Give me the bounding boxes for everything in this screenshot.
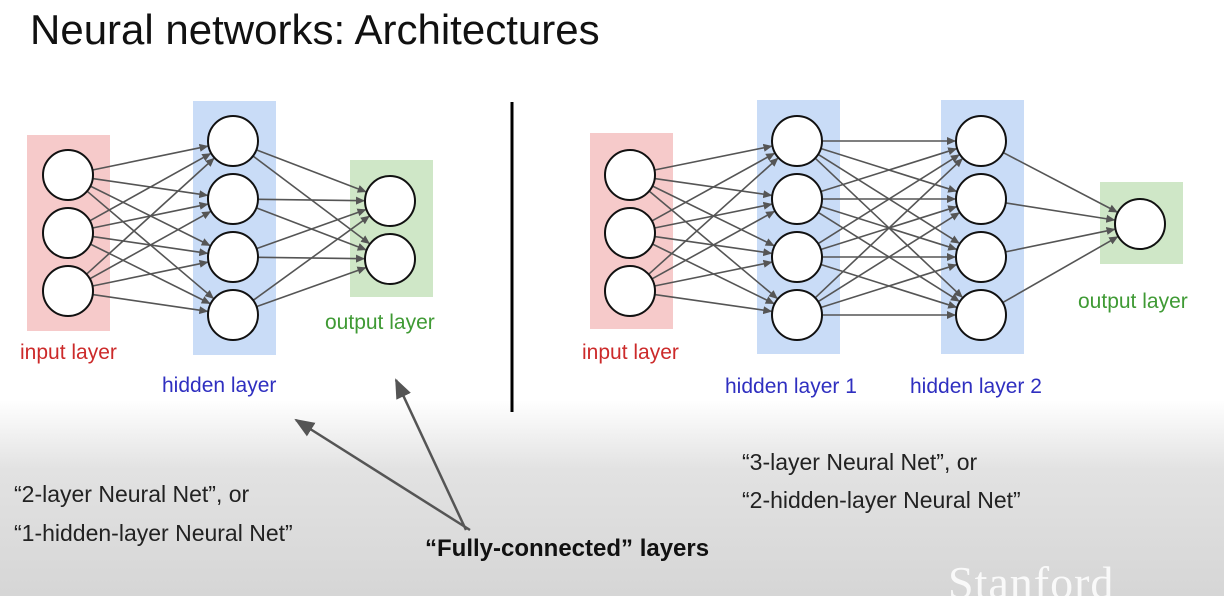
right-neuron-layer1-1	[771, 173, 823, 225]
right-neuron-layer3-0	[1114, 198, 1166, 250]
pointer-arrow-to-output-layer	[394, 378, 468, 531]
right-edge-l1-1-0	[820, 147, 958, 193]
right-neuron-layer0-2	[604, 265, 656, 317]
right-hidden-layer-2-label: hidden layer 2	[910, 375, 1042, 398]
right-edge-l2-1-0	[1005, 202, 1116, 223]
left-edge-l1-3-0	[252, 215, 370, 301]
left-neuron-layer1-2	[207, 231, 259, 283]
left-edge-l1-1-0	[257, 196, 365, 205]
left-output-layer-label: output layer	[325, 311, 435, 334]
right-edge-l2-3-0	[1002, 236, 1119, 304]
right-edge-l1-2-0	[817, 154, 960, 245]
right-neuron-layer2-3	[955, 289, 1007, 341]
right-edge-l2-0-0	[1002, 151, 1118, 213]
slide: Neural networks: Architectures input lay…	[0, 0, 1224, 596]
right-neurons	[604, 115, 1166, 341]
right-hidden-layer-1-label: hidden layer 1	[725, 375, 857, 398]
right-edge-l0-0-0	[654, 143, 773, 171]
right-edge-l0-2-2	[654, 259, 773, 287]
right-neuron-layer0-1	[604, 207, 656, 259]
right-output-layer-label: output layer	[1078, 290, 1188, 313]
left-caption-line-1: “2-layer Neural Net”, or	[14, 481, 250, 507]
right-edge-l1-3-1	[817, 212, 960, 303]
right-edge-l1-3-0	[814, 158, 963, 299]
right-caption-line-2: “2-hidden-layer Neural Net”	[742, 487, 1021, 513]
left-edge-l1-0-0	[256, 149, 367, 193]
right-edge-l1-3-2	[820, 263, 958, 309]
left-neurons	[42, 115, 416, 341]
right-caption-line-1: “3-layer Neural Net”, or	[742, 449, 978, 475]
left-edge-l0-2-3	[92, 293, 209, 315]
left-edges	[85, 143, 370, 315]
right-edge-l0-2-1	[651, 210, 776, 280]
right-neuron-layer0-0	[604, 149, 656, 201]
left-neuron-layer0-0	[42, 149, 94, 201]
right-edge-l0-2-0	[648, 157, 779, 275]
architecture-diagram: input layer hidden layer output layer in…	[20, 100, 1188, 532]
right-neuron-layer2-0	[955, 115, 1007, 167]
left-edge-l1-2-0	[256, 208, 367, 250]
left-neuron-layer1-1	[207, 173, 259, 225]
left-caption-line-2: “1-hidden-layer Neural Net”	[14, 520, 293, 546]
right-network: input layer hidden layer 1 hidden layer …	[582, 100, 1188, 398]
right-neuron-layer2-2	[955, 231, 1007, 283]
left-neuron-layer0-1	[42, 207, 94, 259]
right-edge-l0-2-3	[654, 293, 773, 315]
left-neuron-layer0-2	[42, 265, 94, 317]
left-neuron-layer1-3	[207, 289, 259, 341]
right-edges	[648, 137, 1119, 319]
left-neuron-layer2-0	[364, 175, 416, 227]
right-input-layer-label: input layer	[582, 341, 679, 364]
right-neuron-layer2-1	[955, 173, 1007, 225]
left-edge-l0-2-2	[92, 259, 209, 287]
left-hidden-layer-label: hidden layer	[162, 374, 276, 397]
slide-title: Neural networks: Architectures	[30, 6, 600, 53]
fully-connected-label: “Fully-connected” layers	[425, 535, 710, 562]
left-input-layer-label: input layer	[20, 341, 117, 364]
right-edge-l2-2-0	[1005, 227, 1116, 253]
right-neuron-layer1-2	[771, 231, 823, 283]
left-network: input layer hidden layer output layer	[20, 101, 435, 397]
right-edge-l0-1-0	[651, 152, 776, 222]
stanford-watermark: Stanford	[948, 557, 1115, 608]
pointer-arrow-to-hidden-layer	[294, 418, 471, 532]
left-edge-l0-1-0	[89, 153, 212, 222]
left-neuron-layer1-0	[207, 115, 259, 167]
right-neuron-layer1-0	[771, 115, 823, 167]
left-edge-l0-2-0	[85, 157, 215, 275]
left-edge-l0-0-0	[92, 143, 209, 171]
left-neuron-layer2-1	[364, 233, 416, 285]
right-neuron-layer1-3	[771, 289, 823, 341]
left-edge-l1-3-1	[256, 266, 367, 308]
left-edge-l0-2-1	[89, 211, 212, 280]
fully-connected-pointers	[294, 378, 471, 532]
